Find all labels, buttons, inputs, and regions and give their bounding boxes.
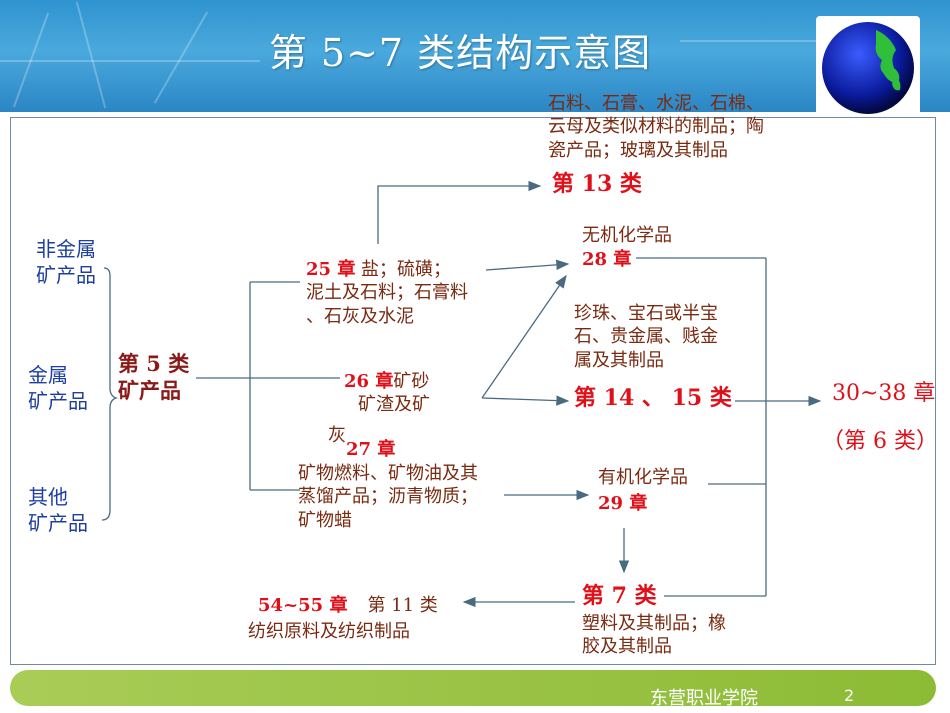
map-line bbox=[680, 40, 820, 42]
group-metal-label: 金属 矿产品 bbox=[28, 363, 88, 413]
class7-desc-line2: 胶及其制品 bbox=[582, 636, 672, 658]
class6-chapters: 30~38 章 bbox=[832, 381, 936, 406]
group-other: 其他 矿产品 bbox=[28, 484, 88, 536]
globe-icon bbox=[822, 22, 914, 114]
ch26-node: 26 章矿砂 矿渣及矿 bbox=[344, 370, 430, 417]
ch27-desc-line1: 矿物燃料、矿物油及其 bbox=[298, 463, 478, 484]
class7-desc: 塑料及其制品；橡 胶及其制品 bbox=[582, 612, 726, 659]
ch25-desc-line1: 盐；硫磺； bbox=[355, 259, 452, 280]
class5-title: 第 5 类 bbox=[118, 351, 190, 376]
ch25-desc-line2: 泥土及石料；石膏料 bbox=[306, 282, 468, 304]
class6-label: （第 6 类） bbox=[822, 429, 938, 454]
page-title: 第 5~7 类结构示意图 bbox=[268, 31, 652, 75]
class1415-desc: 珍珠、宝石或半宝 石、贵金属、贱金 属及其制品 bbox=[574, 302, 718, 372]
class5-subtitle: 矿产品 bbox=[118, 378, 181, 404]
class5-node: 第 5 类 矿产品 bbox=[118, 350, 189, 405]
ch27-desc-line3: 矿物蜡 bbox=[298, 509, 352, 531]
globe-frame bbox=[816, 16, 920, 116]
class11-node: 54~55 章第 11 类 bbox=[258, 594, 438, 617]
class11-desc: 纺织原料及纺织制品 bbox=[248, 621, 410, 642]
page-number: 2 bbox=[844, 686, 855, 705]
class7-label: 第 7 类 bbox=[582, 583, 657, 609]
class1415-desc-line1: 珍珠、宝石或半宝 bbox=[574, 303, 718, 324]
footer-bar bbox=[10, 670, 936, 706]
class1415-label: 第 14 、 15 类 bbox=[574, 385, 732, 411]
ch25-node: 25 章 盐；硫磺； 泥土及石料；石膏料 、石灰及水泥 bbox=[306, 258, 468, 328]
left-brace bbox=[101, 267, 119, 521]
ch29-desc: 有机化学品 bbox=[598, 467, 688, 488]
class11-chapters: 54~55 章 bbox=[258, 595, 348, 616]
ch27-node: 矿物燃料、矿物油及其 蒸馏产品；沥青物质； 矿物蜡 bbox=[298, 462, 478, 532]
ch26-desc-line3: 灰 bbox=[328, 425, 346, 446]
class13-desc: 石料、石膏、水泥、石棉、 云母及类似材料的制品；陶 瓷产品；玻璃及其制品 bbox=[548, 92, 764, 162]
ch25-desc-line3: 、石灰及水泥 bbox=[306, 305, 414, 327]
ch28-desc: 无机化学品 bbox=[582, 225, 672, 246]
class13-label: 第 13 类 bbox=[552, 171, 642, 197]
ch27-number: 27 章 bbox=[346, 439, 396, 460]
class1415-desc-line2: 石、贵金属、贱金 bbox=[574, 326, 718, 348]
group-metal: 金属 矿产品 bbox=[28, 362, 88, 414]
ch27-desc-line2: 蒸馏产品；沥青物质； bbox=[298, 486, 478, 508]
class11-label: 第 11 类 bbox=[367, 595, 438, 616]
header-band bbox=[0, 0, 950, 112]
ch26-desc-line1: 矿砂 bbox=[393, 371, 430, 392]
map-line bbox=[0, 60, 260, 62]
group-nonmetal-label: 非金属 矿产品 bbox=[36, 237, 96, 287]
ch25-number: 25 章 bbox=[306, 259, 356, 280]
class13-desc-line3: 瓷产品；玻璃及其制品 bbox=[548, 139, 728, 161]
class1415-desc-line3: 属及其制品 bbox=[574, 349, 664, 371]
class7-desc-line1: 塑料及其制品；橡 bbox=[582, 613, 726, 634]
group-nonmetal: 非金属 矿产品 bbox=[36, 236, 96, 288]
content-frame bbox=[10, 117, 936, 665]
group-other-label: 其他 矿产品 bbox=[28, 485, 88, 535]
ch28-number: 28 章 bbox=[582, 249, 632, 270]
class13-desc-line2: 云母及类似材料的制品；陶 bbox=[548, 116, 764, 138]
ch26-number: 26 章 bbox=[344, 371, 394, 392]
footer-school: 东营职业学院 bbox=[650, 688, 758, 709]
ch29-number: 29 章 bbox=[598, 493, 648, 514]
class13-desc-line1: 石料、石膏、水泥、石棉、 bbox=[548, 93, 764, 114]
ch26-desc-line2: 矿渣及矿 bbox=[358, 394, 430, 416]
